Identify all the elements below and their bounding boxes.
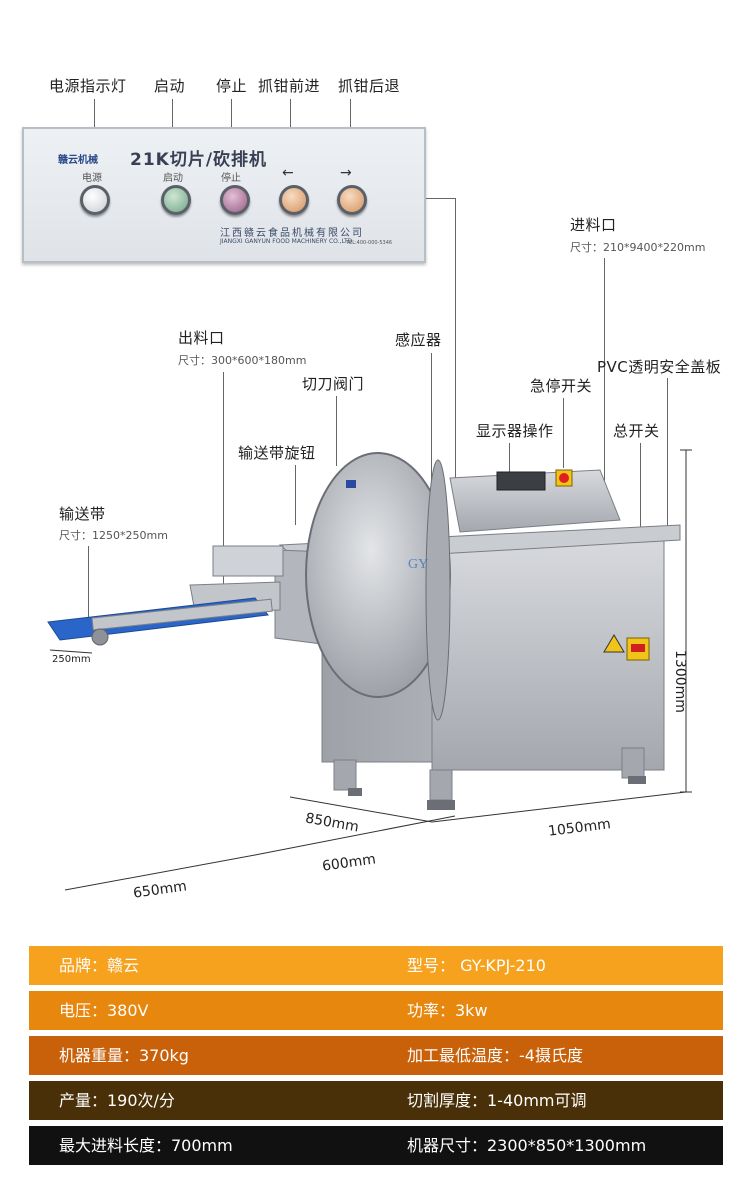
spec-weight: 机器重量：370kg <box>59 1046 189 1065</box>
label-belt-knob: 输送带旋钮 <box>238 444 316 462</box>
label-conveyor: 输送带 <box>59 505 106 523</box>
outlet-frame <box>212 545 284 577</box>
label-outlet: 出料口 <box>178 329 225 347</box>
leader-conveyor <box>88 546 89 626</box>
upper-housing <box>449 469 621 533</box>
blade-door-knob <box>346 480 356 488</box>
control-panel: 赣云机械 21K切片/砍排机 电源 启动 停止 ← → 江西赣云食品机械有限公司… <box>22 127 426 263</box>
leg-back-right <box>621 747 645 779</box>
foot-2 <box>427 800 455 810</box>
label-emergency-stop: 急停开关 <box>530 377 593 395</box>
panel-caption-power: 电源 <box>82 173 102 184</box>
backward-button[interactable] <box>337 185 367 215</box>
spec-size: 机器尺寸：2300*850*1300mm <box>407 1136 647 1155</box>
panel-caption-start: 启动 <box>163 173 183 184</box>
leader-belt-knob <box>295 465 296 525</box>
panel-caption-stop: 停止 <box>221 173 241 184</box>
disc-logo: GY <box>408 557 428 572</box>
label-main-switch: 总开关 <box>613 422 660 440</box>
label-outlet-size: 尺寸：300*600*180mm <box>178 354 307 367</box>
conveyor-frame <box>91 598 273 631</box>
panel-logo: 赣云机械 <box>58 155 98 166</box>
power-indicator-light <box>80 185 110 215</box>
main-switch-handle <box>631 644 645 652</box>
panel-connector-h <box>426 198 456 199</box>
label-forward: 抓钳前进 <box>258 77 321 95</box>
blade-rim <box>425 459 451 721</box>
stop-button[interactable] <box>220 185 250 215</box>
label-start: 启动 <box>154 77 186 95</box>
arrow-left-icon: ← <box>282 165 294 181</box>
label-conveyor-size: 尺寸：1250*250mm <box>59 529 168 542</box>
foot-3 <box>628 776 646 784</box>
leg-front-left <box>333 759 357 791</box>
foot-1 <box>348 788 362 796</box>
leader-pvc-cover <box>667 378 668 526</box>
leader-blade-door <box>336 396 337 466</box>
estop-button <box>559 473 569 483</box>
arrow-right-icon: → <box>340 165 352 181</box>
spec-power: 功率：3kw <box>407 1001 488 1020</box>
panel-company: 江西赣云食品机械有限公司 <box>220 228 364 239</box>
label-pvc-cover: PVC透明安全盖板 <box>597 358 722 376</box>
machine-illustration: GY <box>47 449 692 891</box>
panel-connector-v <box>455 198 456 478</box>
panel-title: 21K切片/砍排机 <box>130 150 268 170</box>
start-button[interactable] <box>161 185 191 215</box>
spec-output: 产量：190次/分 <box>59 1091 175 1110</box>
display-screen <box>496 471 546 491</box>
spec-row-1: 品牌：赣云 型号： GY-KPJ-210 <box>29 946 723 985</box>
label-stop: 停止 <box>216 77 248 95</box>
label-display: 显示器操作 <box>476 422 554 440</box>
leg-front-right <box>429 769 453 801</box>
spec-max-feed: 最大进料长度：700mm <box>59 1136 233 1155</box>
warning-sign <box>603 634 625 653</box>
leader-display <box>509 443 510 473</box>
spec-brand: 品牌：赣云 <box>59 956 140 975</box>
leader-inlet <box>604 258 605 518</box>
dim-height: 1300mm <box>672 650 688 713</box>
label-inlet: 进料口 <box>570 216 617 234</box>
label-inlet-size: 尺寸：210*9400*220mm <box>570 241 706 254</box>
forward-button[interactable] <box>279 185 309 215</box>
label-sensor: 感应器 <box>395 331 442 349</box>
spec-row-3: 机器重量：370kg 加工最低温度：-4摄氏度 <box>29 1036 723 1075</box>
conveyor-roller <box>91 628 109 646</box>
leader-emergency-stop <box>563 398 564 468</box>
panel-company-en: JIANGXI GANYUN FOOD MACHINERY CO.,LTD <box>220 238 353 245</box>
spec-min-temp: 加工最低温度：-4摄氏度 <box>407 1046 583 1065</box>
leader-outlet <box>223 372 224 594</box>
label-backward: 抓钳后退 <box>338 77 401 95</box>
leader-sensor <box>431 353 432 541</box>
spec-thickness: 切割厚度：1-40mm可调 <box>407 1091 587 1110</box>
label-power-light: 电源指示灯 <box>49 77 127 95</box>
spec-model: 型号： GY-KPJ-210 <box>407 956 546 975</box>
dim-belt-width: 250mm <box>52 654 91 665</box>
machine-side <box>431 539 665 771</box>
spec-row-5: 最大进料长度：700mm 机器尺寸：2300*850*1300mm <box>29 1126 723 1165</box>
spec-voltage: 电压：380V <box>59 1001 149 1020</box>
label-blade-door: 切刀阀门 <box>302 375 365 393</box>
panel-tel: TEL:400-000-5346 <box>346 240 393 246</box>
spec-row-2: 电压：380V 功率：3kw <box>29 991 723 1030</box>
spec-row-4: 产量：190次/分 切割厚度：1-40mm可调 <box>29 1081 723 1120</box>
